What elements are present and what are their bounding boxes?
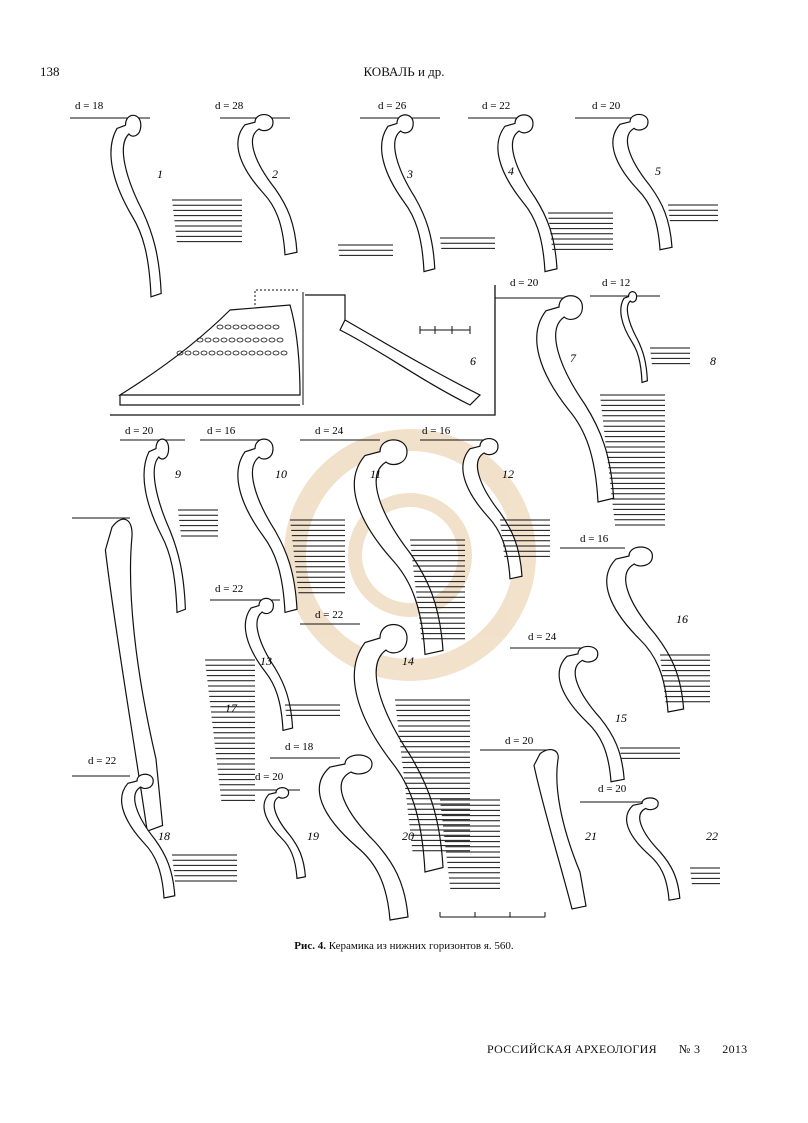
vessel-fragment-12: d = 16 12 [420, 425, 550, 579]
fragment-number: 14 [402, 654, 414, 668]
journal-name: РОССИЙСКАЯ АРХЕОЛОГИЯ [487, 1042, 657, 1056]
fragment-number: 15 [615, 711, 627, 725]
scale-bar [439, 912, 546, 918]
diameter-label: d = 16 [207, 425, 236, 437]
vessel-fragment-16: d = 16 16 [560, 533, 710, 712]
profile-outline [607, 547, 684, 712]
profile-outline [382, 115, 435, 272]
page-number: 138 [40, 64, 60, 79]
vessel-fragment-13: d = 22 13 [210, 583, 340, 730]
vessel-fragment-8: d = 12 8 [590, 277, 716, 382]
fragment-number: 1 [157, 167, 163, 181]
figure-caption: Рис. 4. Керамика из нижних горизонтов я.… [0, 940, 808, 952]
vessel-fragment-11: d = 24 11 [300, 425, 465, 654]
fragment-number: 11 [370, 467, 381, 481]
diameter-label: d = 18 [285, 741, 314, 753]
fragment-number: 18 [158, 829, 170, 843]
diameter-label: d = 20 [598, 783, 627, 795]
fragment-number: 21 [585, 829, 597, 843]
fragment-number: 8 [710, 354, 716, 368]
profile-outline [111, 115, 161, 297]
journal-year: 2013 [722, 1042, 748, 1056]
fragment-number: 13 [260, 654, 272, 668]
profile-outline [122, 774, 175, 898]
vessel-fragment-20: d = 18 20 [270, 741, 500, 920]
vessel-fragment-5: d = 20 5 [575, 100, 718, 250]
diameter-label: d = 22 [88, 755, 116, 767]
fragment-number: 7 [570, 351, 577, 365]
diameter-label: d = 22 [315, 609, 343, 621]
profile-outline [627, 798, 680, 900]
profile-outline [463, 439, 522, 579]
diameter-label: d = 20 [255, 771, 284, 783]
vessel-fragment-19: d = 20 19 [240, 771, 319, 878]
vessel-fragment-10: d = 16 10 [200, 425, 345, 612]
fragment-number: 17 [225, 701, 238, 715]
journal-issue: № 3 [678, 1042, 701, 1056]
vessel-fragment-15: d = 24 15 [510, 631, 680, 782]
diameter-label: d = 24 [528, 631, 557, 643]
vessel-fragment-2: d = 28 2 [215, 100, 393, 256]
diameter-label: d = 12 [602, 277, 630, 289]
profile-outline [621, 292, 648, 383]
diameter-label: d = 22 [215, 583, 243, 595]
diameter-label: d = 22 [482, 100, 510, 112]
diameter-label: d = 20 [125, 425, 154, 437]
caption-text: Керамика из нижних горизонтов я. 560. [326, 940, 514, 952]
vessel-fragment-21: d = 20 21 [480, 735, 597, 909]
fragment-number: 19 [307, 829, 319, 843]
profile-outline [245, 598, 292, 730]
fragment-number: 4 [508, 164, 514, 178]
diameter-label: d = 26 [378, 100, 407, 112]
fragment-number: 20 [402, 829, 414, 843]
profile-outline [319, 755, 408, 920]
profile-outline [534, 750, 586, 909]
profile-outline [613, 114, 672, 249]
fragment-number: 10 [275, 467, 287, 481]
vessel-fragment-4: d = 22 4 [468, 100, 613, 272]
vessel-fragment-6: 6 [110, 285, 496, 416]
fragment-number: 2 [272, 167, 278, 181]
diameter-label: d = 20 [510, 277, 539, 289]
profile-outline [498, 115, 557, 272]
profile-outline [144, 439, 185, 612]
fragment-number: 22 [706, 829, 718, 843]
diameter-label: d = 20 [505, 735, 534, 747]
diameter-label: d = 16 [580, 533, 609, 545]
fragment-number: 5 [655, 164, 661, 178]
diameter-label: d = 16 [422, 425, 451, 437]
vessel-fragment-9: d = 20 9 [120, 425, 218, 612]
fragment-number: 12 [502, 467, 514, 481]
profile-outline [238, 115, 297, 255]
profile-outline [354, 440, 443, 654]
vessel-fragment-3: d = 26 3 [360, 100, 495, 272]
diameter-label: d = 20 [592, 100, 621, 112]
profile-outline [264, 788, 305, 879]
diameter-label: d = 24 [315, 425, 344, 437]
watermark-emblem [284, 429, 536, 681]
vessel-fragment-22: d = 20 22 [580, 783, 720, 900]
running-title: КОВАЛЬ и др. [363, 64, 445, 79]
frame-line [110, 285, 496, 416]
scale-bar-small [419, 326, 471, 334]
caption-label: Рис. 4. [294, 940, 326, 952]
profile-outline [354, 625, 443, 873]
vessel-fragment-14: d = 22 14 [300, 609, 470, 872]
fragment-number: 16 [676, 612, 688, 626]
diameter-label: d = 18 [75, 100, 104, 112]
profile-outline [238, 439, 297, 612]
profile-outline [105, 519, 162, 831]
journal-footer: РОССИЙСКАЯ АРХЕОЛОГИЯ № 3 2013 [487, 1042, 747, 1057]
diameter-label: d = 28 [215, 100, 244, 112]
fragment-number: 9 [175, 467, 181, 481]
fragment-number: 3 [406, 167, 413, 181]
vessel-fragment-18: d = 22 18 [72, 755, 237, 898]
fragment-number: 6 [470, 354, 476, 368]
vessel-fragment-1: d = 18 1 [70, 100, 242, 297]
profile-outline [537, 296, 614, 502]
profile-outline [559, 646, 624, 781]
vessel-fragment-7: d = 20 7 [495, 277, 665, 526]
vessel-fragment-17: 17 [72, 517, 255, 831]
lid-drawing [117, 304, 301, 406]
